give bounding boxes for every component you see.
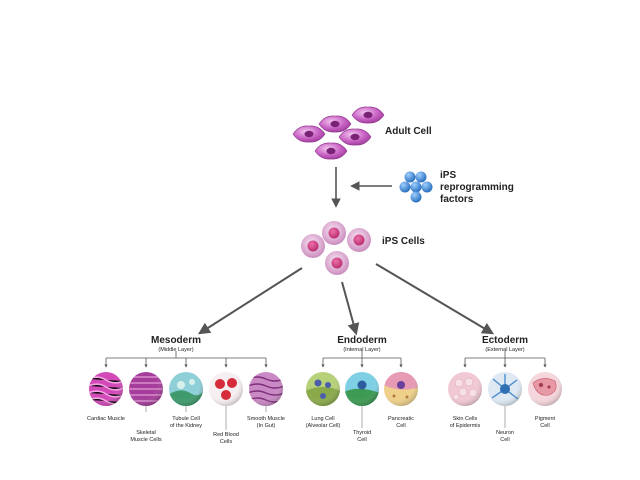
endoderm-subtitle: (Internal Layer) <box>343 347 381 353</box>
red-blood-cell-icon <box>209 372 243 406</box>
red-blood-cells-label: Red Blood Cells <box>213 432 239 445</box>
thyroid-cell-label: Thyroid Cell <box>352 430 372 443</box>
pancreatic-cell-icon <box>384 372 418 406</box>
adult-cell-label: Adult Cell <box>385 126 432 137</box>
adult-cell-icon <box>292 125 326 143</box>
ips-cell-icon <box>301 234 325 258</box>
neuron-cell-label: Neuron Cell <box>495 430 515 443</box>
thyroid-cell-icon <box>345 372 379 406</box>
smooth-muscle-label: Smooth Muscle (In Gut) <box>247 416 285 429</box>
ectoderm-subtitle: (External Layer) <box>485 347 525 353</box>
mesoderm-subtitle: (Middle Layer) <box>158 347 194 353</box>
mesoderm-bracket <box>104 351 268 368</box>
lung-cell-label: Lung Cell (Alveolar Cell) <box>305 416 341 429</box>
ectoderm-title: Ectoderm <box>481 335 529 346</box>
endoderm-bracket <box>321 351 403 368</box>
cardiac-muscle-icon <box>89 372 123 406</box>
adult-cell-icon <box>318 115 352 133</box>
adult-cell-cluster <box>292 106 385 160</box>
ips-cells-label: iPS Cells <box>382 236 425 247</box>
tubule-cell-label: Tubule Cell of the Kidney <box>169 416 203 429</box>
ips-cell-cluster <box>301 221 371 275</box>
ips-cell-icon <box>325 251 349 275</box>
adult-cell-icon <box>351 106 385 124</box>
pigment-cell-icon <box>528 372 562 406</box>
adult-cell-icon <box>314 142 348 160</box>
skin-cell-icon <box>448 372 482 406</box>
factors-label-line2: reprogramming <box>440 182 514 193</box>
cardiac-muscle-label: Cardiac Muscle <box>87 416 125 422</box>
arrow-to-ectoderm <box>375 263 495 335</box>
endoderm-title: Endoderm <box>337 335 387 346</box>
ips-cell-icon <box>347 228 371 252</box>
factors-label-line1: iPS <box>440 170 457 181</box>
pigment-cell-label: Pigment Cell <box>534 416 556 429</box>
ectoderm-bracket <box>463 351 547 368</box>
adult-cell-icon <box>338 128 372 146</box>
pancreatic-cell-label: Pancreatic Cell <box>388 416 414 429</box>
label-leaders <box>145 406 506 430</box>
arrow-to-mesoderm <box>197 267 303 335</box>
arrow-to-endoderm <box>341 281 360 336</box>
skin-cells-label: Skin Cells of Epidermis <box>449 416 481 429</box>
tubule-cell-icon <box>169 372 203 406</box>
mesoderm-title: Mesoderm <box>150 335 201 346</box>
ips-cell-icon <box>322 221 346 245</box>
skeletal-muscle-label: Skeletal Muscle Cells <box>130 430 162 443</box>
factors-label-line3: factors <box>440 194 474 205</box>
skeletal-muscle-icon <box>129 372 163 406</box>
lung-cell-icon <box>306 372 340 406</box>
neuron-cell-icon <box>488 372 522 406</box>
reprogramming-factors-icon <box>399 171 433 203</box>
smooth-muscle-icon <box>249 372 283 406</box>
